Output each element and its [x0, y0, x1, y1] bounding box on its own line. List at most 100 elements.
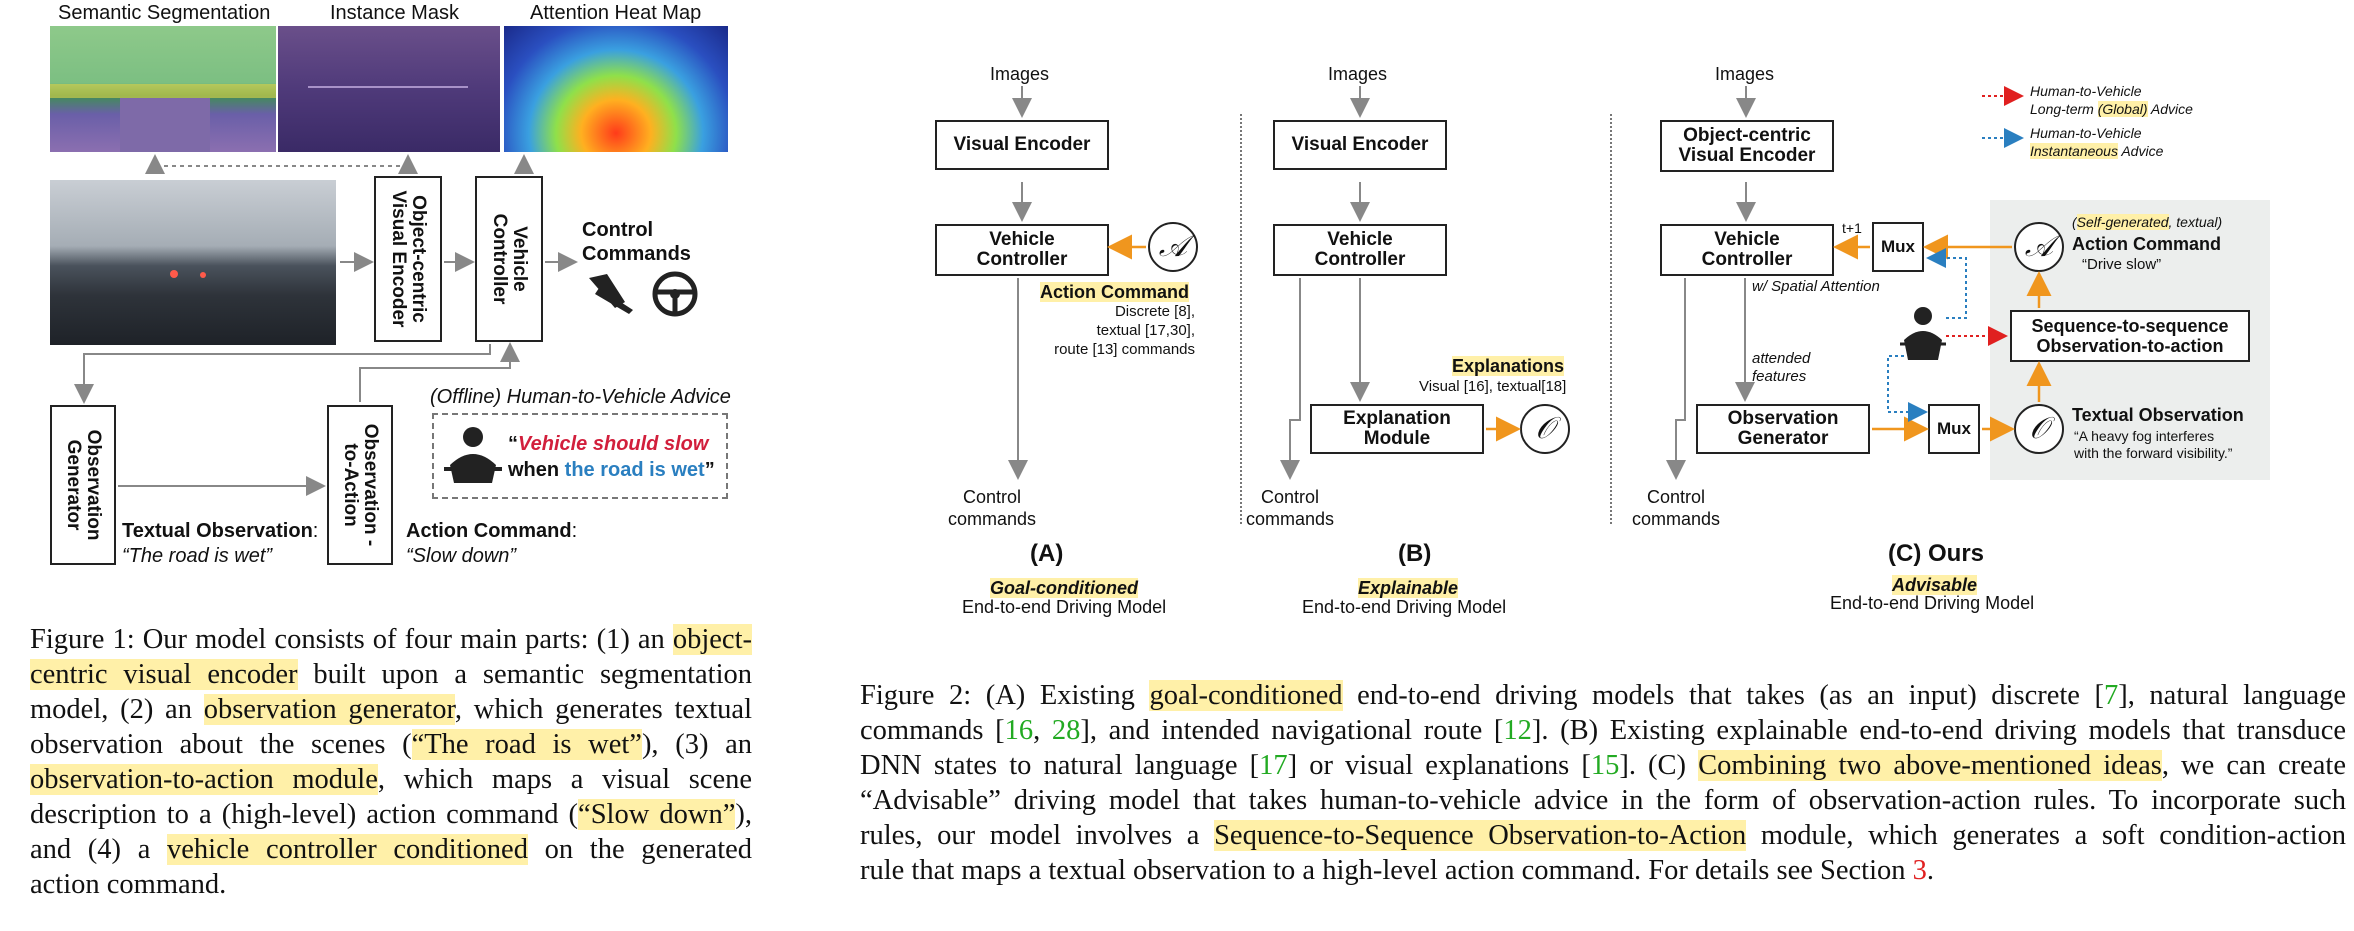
explanations-text: Explanations: [1452, 356, 1565, 376]
object-centric-visual-encoder-c: Object-centric Visual Encoder: [1660, 120, 1834, 172]
spatial-attention-label: w/ Spatial Attention: [1752, 278, 1880, 295]
header-instance-mask: Instance Mask: [330, 2, 459, 24]
images-label-a: Images: [990, 64, 1050, 84]
action-command-a-detail: Discrete [8], textual [17,30], route [13…: [1040, 302, 1195, 359]
tag-b-text: Explainable: [1358, 578, 1459, 598]
action-cmd-value: “Slow down”: [406, 545, 517, 567]
observation-generator-c: Observation Generator: [1696, 404, 1870, 454]
fig1-caption-part: , which generates textual observation ab…: [30, 694, 752, 760]
fig2-caption-line: “Advisable” driving model that takes hum…: [860, 785, 2346, 816]
cap-highlight: Sequence-to-Sequence Observation-to-Acti…: [1214, 820, 1747, 851]
quote-close: ”: [704, 459, 715, 481]
action-command-a: Action Command: [1040, 282, 1190, 303]
tag-advisable: Advisable: [1892, 575, 1978, 596]
textual-observation-c: Textual Observation: [2072, 405, 2244, 425]
cap-part: ,: [1033, 715, 1052, 746]
textual-obs-colon: :: [312, 520, 319, 542]
cap-part: rules, our model involves a: [860, 820, 1215, 851]
separator-ab: [1240, 114, 1242, 524]
fig1-caption-part: built upon a semantic segmentation model…: [30, 659, 753, 725]
object-centric-visual-encoder-box: Object-centric Visual Encoder: [374, 176, 442, 342]
cap-ref[interactable]: 28: [1051, 715, 1081, 746]
fig1-caption-highlight: vehicle controller conditioned: [167, 834, 528, 865]
seq2seq-box: Sequence-to-sequence Observation-to-acti…: [2010, 310, 2250, 362]
cap-part: ]. (C): [1619, 750, 1699, 781]
cap-part: end-to-end driving models that takes (as…: [1342, 680, 2104, 711]
legend-inst-line1: Human-to-Vehicle: [2030, 125, 2142, 141]
cap-ref[interactable]: 3: [1912, 855, 1927, 886]
advice-box: “Vehicle should slow when the road is we…: [432, 413, 728, 499]
fig1-caption-part: on the generated action command.: [30, 834, 753, 900]
cap-part: module, which generates a soft condition…: [1746, 820, 2346, 851]
control-commands-a: Control commands: [947, 487, 1037, 529]
images-label-b: Images: [1328, 64, 1388, 84]
textual-obs-value: “The road is wet”: [122, 545, 273, 567]
subtitle-c: End-to-end Driving Model: [1830, 593, 2035, 613]
fig2-caption-line: commands [16, 28], and intended navigati…: [860, 713, 2346, 748]
instance-mask-image: [278, 26, 500, 152]
drive-slow-text: “Drive slow”: [2082, 256, 2162, 273]
observation-generator-box: Observation Generator: [50, 405, 116, 565]
tag-a-text: Goal-conditioned: [990, 578, 1138, 598]
separator-bc: [1610, 114, 1612, 524]
cap-part: Figure 2: (A) Existing: [860, 680, 1150, 711]
detail-line: Discrete [8],: [1114, 303, 1195, 320]
textual-obs-label: Textual Observation: [122, 520, 313, 542]
header-semantic-segmentation: Semantic Segmentation: [58, 2, 271, 24]
control-commands-b: Control commands: [1245, 487, 1335, 529]
cap-ref[interactable]: 16: [1004, 715, 1034, 746]
observation-symbol-c: 𝒪: [2014, 404, 2064, 454]
cap-part: rule that maps a textual observation to …: [860, 855, 1913, 886]
legend-global-suffix: Advice: [2147, 101, 2193, 117]
advice-when: when: [508, 459, 565, 481]
cap-part: ], and intended navigational route [: [1080, 715, 1504, 746]
fig2-caption-line: Figure 2: (A) Existing goal-conditioned …: [860, 678, 2346, 713]
detail-line: textual [17,30],: [1096, 322, 1195, 339]
legend-inst-highlight: Instantaneous: [2030, 143, 2118, 159]
advice-blue-text: the road is wet: [564, 459, 705, 481]
explanations-detail: Visual [16], textual[18]: [1419, 378, 1567, 395]
cap-ref[interactable]: 7: [2104, 680, 2119, 711]
legend-global: Human-to-Vehicle Long-term (Global) Advi…: [2030, 82, 2193, 118]
figure-1-arrows: [74, 154, 578, 496]
fig2-caption-line: rules, our model involves a Sequence-to-…: [860, 818, 2346, 853]
semantic-segmentation-image: [50, 26, 276, 152]
fig1-caption-highlight: “The road is wet”: [411, 729, 642, 760]
cap-ref[interactable]: 12: [1503, 715, 1532, 746]
fog-line: “A heavy fog interferes: [2074, 428, 2215, 444]
action-command-a-text: Action Command: [1040, 282, 1190, 302]
fig1-caption-part: , which maps a visual scene description …: [30, 764, 752, 830]
cap-part: DNN states to natural language [: [860, 750, 1260, 781]
visual-encoder-b: Visual Encoder: [1273, 120, 1447, 170]
figure-1-caption: Figure 1: Our model consists of four mai…: [30, 622, 752, 902]
cap-part: ], natural language: [2118, 680, 2347, 711]
cap-part: ]. (B) Existing explainable end-to-end d…: [1531, 715, 2346, 746]
action-symbol-c: 𝒜: [2014, 222, 2064, 272]
vehicle-controller-box: Vehicle Controller: [475, 176, 543, 342]
paren-open: (: [2072, 214, 2077, 230]
cap-ref[interactable]: 15: [1590, 750, 1620, 781]
control-commands-c: Control commands: [1631, 487, 1721, 529]
legend-inst-suffix: Advice: [2117, 143, 2164, 159]
self-generated-label: (Self-generated, textual): [2072, 214, 2222, 230]
vehicle-controller-b: Vehicle Controller: [1273, 224, 1447, 276]
action-cmd-colon: :: [571, 520, 578, 542]
fig1-caption-part: Figure 1: Our model consists of four mai…: [30, 624, 673, 655]
action-command-c: Action Command: [2072, 234, 2222, 254]
legend-global-highlight: (Global): [2097, 101, 2148, 117]
cap-ref[interactable]: 17: [1259, 750, 1288, 781]
cap-part: .: [1926, 855, 1934, 886]
fog-line: with the forward visibility.”: [2074, 445, 2233, 461]
self-generated-text: Self-generated: [2076, 214, 2169, 230]
legend-global-line1: Human-to-Vehicle: [2030, 83, 2142, 99]
fig1-caption-highlight: observation generator: [203, 694, 455, 725]
tag-explainable: Explainable: [1358, 578, 1459, 599]
advice-red-text: Vehicle should slow: [518, 433, 709, 455]
action-cmd-label: Action Command: [406, 520, 572, 542]
legend-instantaneous: Human-to-Vehicle Instantaneous Advice: [2030, 124, 2163, 160]
pedal-steering-icon: [589, 271, 698, 317]
legend-global-prefix: Long-term: [2030, 101, 2098, 117]
header-attention-heat-map: Attention Heat Map: [530, 2, 702, 24]
vehicle-controller-c: Vehicle Controller: [1660, 224, 1834, 276]
panel-label-a: (A): [1030, 540, 1064, 567]
